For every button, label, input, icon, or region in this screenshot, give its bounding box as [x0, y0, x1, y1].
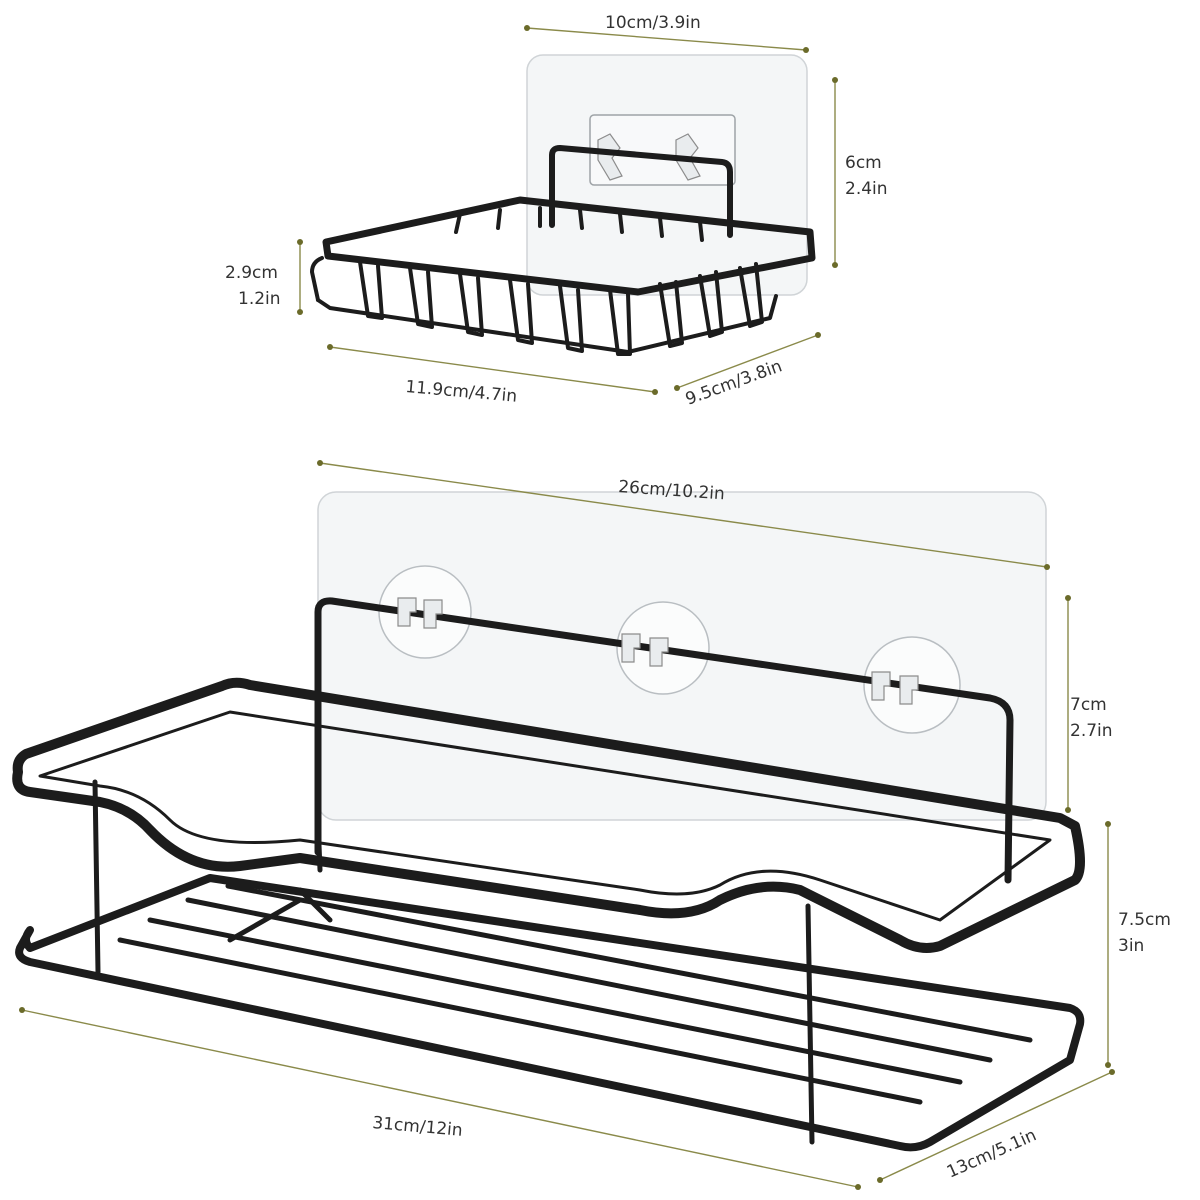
soap-dish-illustration — [310, 54, 816, 356]
shelf-top-rim — [12, 677, 1085, 953]
soap-dish-back-height-dimension: 6cm 2.4in — [832, 77, 888, 268]
soap-dish-width-dimension: 10cm/3.9in — [524, 13, 809, 53]
soap-dish-side-loop — [310, 256, 324, 302]
shelf-basket-height-in: 3in — [1118, 936, 1144, 956]
shelf-bottom-frame — [15, 874, 1085, 1152]
soap-dish-basket-height-dimension: 2.9cm 1.2in — [225, 239, 303, 315]
shelf-length-label: 31cm/12in — [372, 1113, 464, 1141]
soap-dish-clip-left — [597, 133, 623, 181]
shelf-top-rim-inner — [38, 710, 1052, 922]
shelf-illustration — [12, 491, 1085, 1152]
shelf-basket-height-cm: 7.5cm — [1118, 910, 1171, 930]
soap-dish-length-dimension: 11.9cm/4.7in — [327, 344, 658, 407]
shelf-back-height-in: 2.7in — [1070, 721, 1113, 741]
shelf-back-height-dimension: 7cm 2.7in — [1065, 595, 1113, 813]
soap-dish-depth-label: 9.5cm/3.8in — [683, 356, 785, 409]
soap-dish-basket-height-in: 1.2in — [238, 289, 281, 309]
soap-dish-top-rim — [322, 196, 816, 296]
shelf-back-height-cm: 7cm — [1070, 695, 1107, 715]
shelf-floor-wires — [117, 883, 1033, 1105]
shelf-depth-label: 13cm/5.1in — [944, 1125, 1040, 1182]
soap-dish-wire-loops — [358, 206, 764, 356]
soap-dish-basket-height-cm: 2.9cm — [225, 263, 278, 283]
shelf-depth-dimension: 13cm/5.1in — [877, 1069, 1115, 1183]
soap-dish-width-label: 10cm/3.9in — [605, 13, 701, 33]
shelf-basket-height-dimension: 7.5cm 3in — [1105, 821, 1171, 1068]
soap-dish-length-label: 11.9cm/4.7in — [405, 377, 518, 407]
shelf-clips — [397, 597, 919, 705]
soap-dish-back-height-in: 2.4in — [845, 179, 888, 199]
soap-dish-hanger — [549, 145, 733, 238]
soap-dish-back-height-cm: 6cm — [845, 153, 882, 173]
soap-dish-depth-dimension: 9.5cm/3.8in — [674, 332, 821, 410]
